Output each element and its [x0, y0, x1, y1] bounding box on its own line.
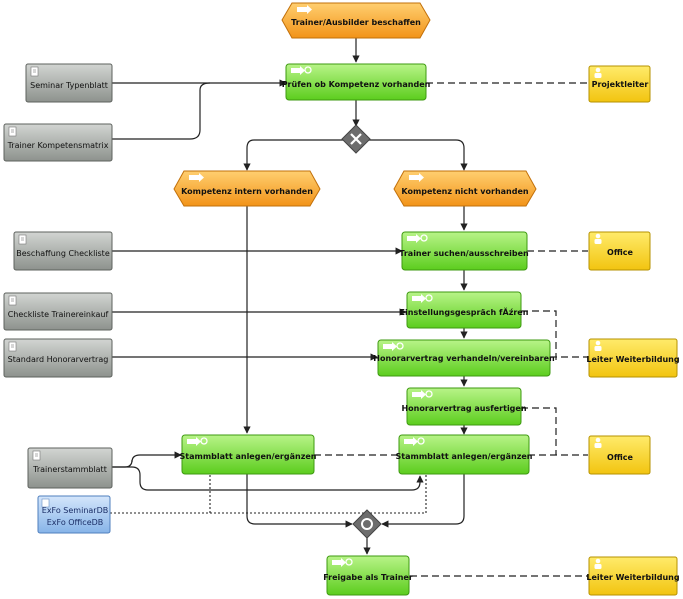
doc-seminar-typenblatt-label: Seminar Typenblatt — [30, 81, 108, 90]
document-icon — [18, 234, 27, 245]
doc-trainerstammblatt[interactable]: Trainerstammblatt — [27, 447, 113, 489]
function-einstellung[interactable]: Einstellungsgespräch fĂźren — [400, 291, 529, 329]
role-leiter-2-label: Leiter Weiterbildung — [586, 573, 679, 582]
role-office-1[interactable]: Office — [588, 231, 651, 271]
role-leiter-weiterbildung-1[interactable]: Leiter Weiterbildung — [586, 338, 680, 378]
doc-kompetenzmatrix-label: Trainer Kompetensmatrix — [7, 141, 109, 150]
doc-standard-honorarvertrag[interactable]: Standard Honorarvertrag — [3, 338, 113, 378]
database-exfo[interactable]: ExFo SeminarDB ExFo OfficeDB — [37, 495, 111, 534]
function-honorar-ausfertigen-label: Honorarvertrag ausfertigen — [401, 404, 526, 413]
event-kompetenz-intern[interactable]: Kompetenz intern vorhanden — [173, 170, 321, 207]
event-nicht-label: Kompetenz nicht vorhanden — [401, 187, 529, 196]
function-icon — [187, 437, 208, 446]
function-pruefen[interactable]: Prüfen ob Kompetenz vorhanden — [282, 63, 431, 101]
control-flow-lines — [112, 38, 468, 555]
function-icon — [404, 437, 425, 446]
event-start[interactable]: Trainer/Ausbilder beschaffen — [281, 2, 431, 39]
xor-connector[interactable] — [341, 124, 371, 154]
function-suchen[interactable]: Trainer suchen/ausschreiben — [399, 231, 529, 271]
doc-honorarvertrag-label: Standard Honorarvertrag — [8, 355, 109, 364]
role-office-2-label: Office — [607, 453, 633, 462]
function-icon — [291, 66, 312, 75]
person-icon — [594, 340, 602, 351]
database-links — [110, 474, 427, 514]
function-honorar-ausfertigen[interactable]: Honorarvertrag ausfertigen — [401, 387, 527, 426]
document-icon — [8, 126, 17, 137]
person-icon — [594, 437, 602, 448]
document-icon — [32, 450, 41, 461]
doc-seminar-typenblatt[interactable]: Seminar Typenblatt — [25, 63, 113, 103]
function-stammblatt-right-label: Stammblatt anlegen/ergänzen — [396, 452, 533, 461]
doc-kompetenzmatrix[interactable]: Trainer Kompetensmatrix — [3, 123, 113, 162]
doc-stammblatt-label: Trainerstammblatt — [32, 465, 107, 474]
role-links — [314, 82, 588, 577]
event-icon — [189, 173, 204, 182]
or-icon — [361, 518, 373, 530]
role-projektleiter-label: Projektleiter — [592, 80, 649, 89]
function-icon — [412, 390, 433, 399]
document-icon — [8, 295, 17, 306]
role-leiter-weiterbildung-2[interactable]: Leiter Weiterbildung — [586, 556, 680, 596]
xor-icon — [350, 133, 362, 145]
event-kompetenz-nicht[interactable]: Kompetenz nicht vorhanden — [393, 170, 537, 207]
function-freigabe[interactable]: Freigabe als Trainer — [323, 555, 413, 596]
function-honorar-verhandeln-label: Honorarvertrag verhandeln/vereinbaren — [373, 354, 555, 363]
function-stammblatt-right[interactable]: Stammblatt anlegen/ergänzen — [396, 434, 533, 475]
function-icon — [407, 234, 428, 243]
event-icon — [409, 173, 424, 182]
function-honorar-verhandeln[interactable]: Honorarvertrag verhandeln/vereinbaren — [373, 339, 555, 377]
document-icon — [30, 66, 39, 77]
database-line2: ExFo OfficeDB — [47, 518, 104, 527]
database-line1: ExFo SeminarDB — [42, 506, 108, 515]
person-icon — [594, 233, 602, 244]
person-icon — [594, 558, 602, 569]
role-leiter-1-label: Leiter Weiterbildung — [586, 355, 679, 364]
or-connector[interactable] — [352, 509, 382, 539]
function-einstellung-label: Einstellungsgespräch fĂźren — [400, 306, 529, 317]
function-icon — [332, 558, 353, 567]
person-icon — [594, 67, 602, 78]
document-icon — [8, 341, 17, 352]
role-office-1-label: Office — [607, 248, 633, 257]
doc-beschaffung-checkliste[interactable]: Beschaffung Checkliste — [13, 231, 113, 271]
doc-beschaffung-label: Beschaffung Checkliste — [16, 249, 110, 258]
function-icon — [383, 342, 404, 351]
database-icon — [41, 498, 50, 508]
function-stammblatt-left-label: Stammblatt anlegen/ergänzen — [180, 452, 317, 461]
role-projektleiter[interactable]: Projektleiter — [588, 65, 651, 103]
doc-checkliste-trainereinkauf[interactable]: Checkliste Trainereinkauf — [3, 292, 113, 331]
function-suchen-label: Trainer suchen/ausschreiben — [399, 249, 529, 258]
function-icon — [412, 294, 433, 303]
event-start-label: Trainer/Ausbilder beschaffen — [291, 18, 421, 27]
event-icon — [297, 5, 312, 14]
event-intern-label: Kompetenz intern vorhanden — [181, 187, 313, 196]
doc-checkliste-label: Checkliste Trainereinkauf — [8, 310, 109, 319]
role-office-2[interactable]: Office — [588, 435, 651, 475]
function-stammblatt-left[interactable]: Stammblatt anlegen/ergänzen — [180, 434, 317, 475]
function-freigabe-label: Freigabe als Trainer — [323, 573, 413, 582]
function-pruefen-label: Prüfen ob Kompetenz vorhanden — [282, 80, 431, 89]
